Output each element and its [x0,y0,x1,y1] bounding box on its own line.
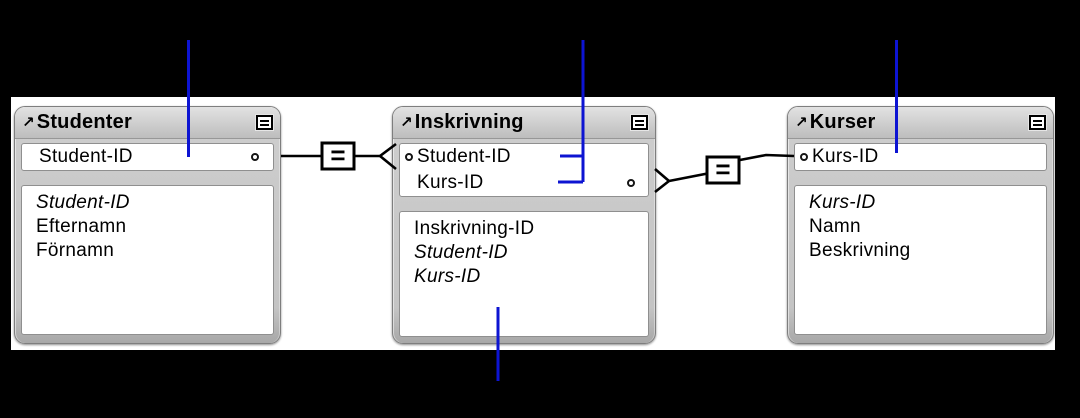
connector-endpoint-icon [251,153,259,161]
fields-list-pane: Student-ID Efternamn Förnamn [21,185,274,335]
table-link-arrow-icon: ↗ [400,114,413,131]
field-row[interactable]: Student-ID [414,242,508,263]
fields-display-toggle-icon[interactable] [631,115,648,130]
table-title: Inskrivning [414,111,524,133]
table-title: Kurser [809,111,876,133]
match-field-row[interactable]: Student-ID [22,144,273,170]
match-field-row[interactable]: Kurs-ID [795,144,1046,170]
table-link-arrow-icon: ↗ [22,114,35,131]
field-row[interactable]: Efternamn [36,216,127,237]
table-kurser[interactable]: ↗ Kurser Kurs-ID Kurs-ID Namn Beskrivnin… [787,106,1054,344]
table-link-arrow-icon: ↗ [795,114,808,131]
field-row[interactable]: Inskrivning-ID [414,218,535,239]
fields-list-pane: Inskrivning-ID Student-ID Kurs-ID [399,211,649,337]
field-row[interactable]: Kurs-ID [809,192,876,213]
fields-list-pane: Kurs-ID Namn Beskrivning [794,185,1047,335]
match-field-label: Student-ID [417,146,511,167]
table-inskrivning[interactable]: ↗ Inskrivning Student-ID Kurs-ID Inskriv… [392,106,656,344]
match-fields-pane: Student-ID [21,143,274,171]
match-field-row[interactable]: Student-ID [400,144,648,170]
connector-endpoint-icon [405,153,413,161]
match-field-label: Kurs-ID [417,172,484,193]
match-fields-pane: Student-ID Kurs-ID [399,143,649,197]
table-kurser-header[interactable]: ↗ Kurser [788,107,1053,139]
field-row[interactable]: Kurs-ID [414,266,481,287]
field-row[interactable]: Namn [809,216,861,237]
table-studenter-header[interactable]: ↗ Studenter [15,107,280,139]
connector-endpoint-icon [800,153,808,161]
field-row[interactable]: Student-ID [36,192,130,213]
fields-display-toggle-icon[interactable] [256,115,273,130]
connector-endpoint-icon [627,179,635,187]
match-fields-pane: Kurs-ID [794,143,1047,171]
table-inskrivning-header[interactable]: ↗ Inskrivning [393,107,655,139]
match-field-row[interactable]: Kurs-ID [400,170,648,196]
fields-display-toggle-icon[interactable] [1029,115,1046,130]
field-row[interactable]: Beskrivning [809,240,911,261]
match-field-label: Kurs-ID [812,146,879,167]
field-row[interactable]: Förnamn [36,240,115,261]
table-studenter[interactable]: ↗ Studenter Student-ID Student-ID Eftern… [14,106,281,344]
match-field-label: Student-ID [39,146,133,167]
table-title: Studenter [36,111,132,133]
